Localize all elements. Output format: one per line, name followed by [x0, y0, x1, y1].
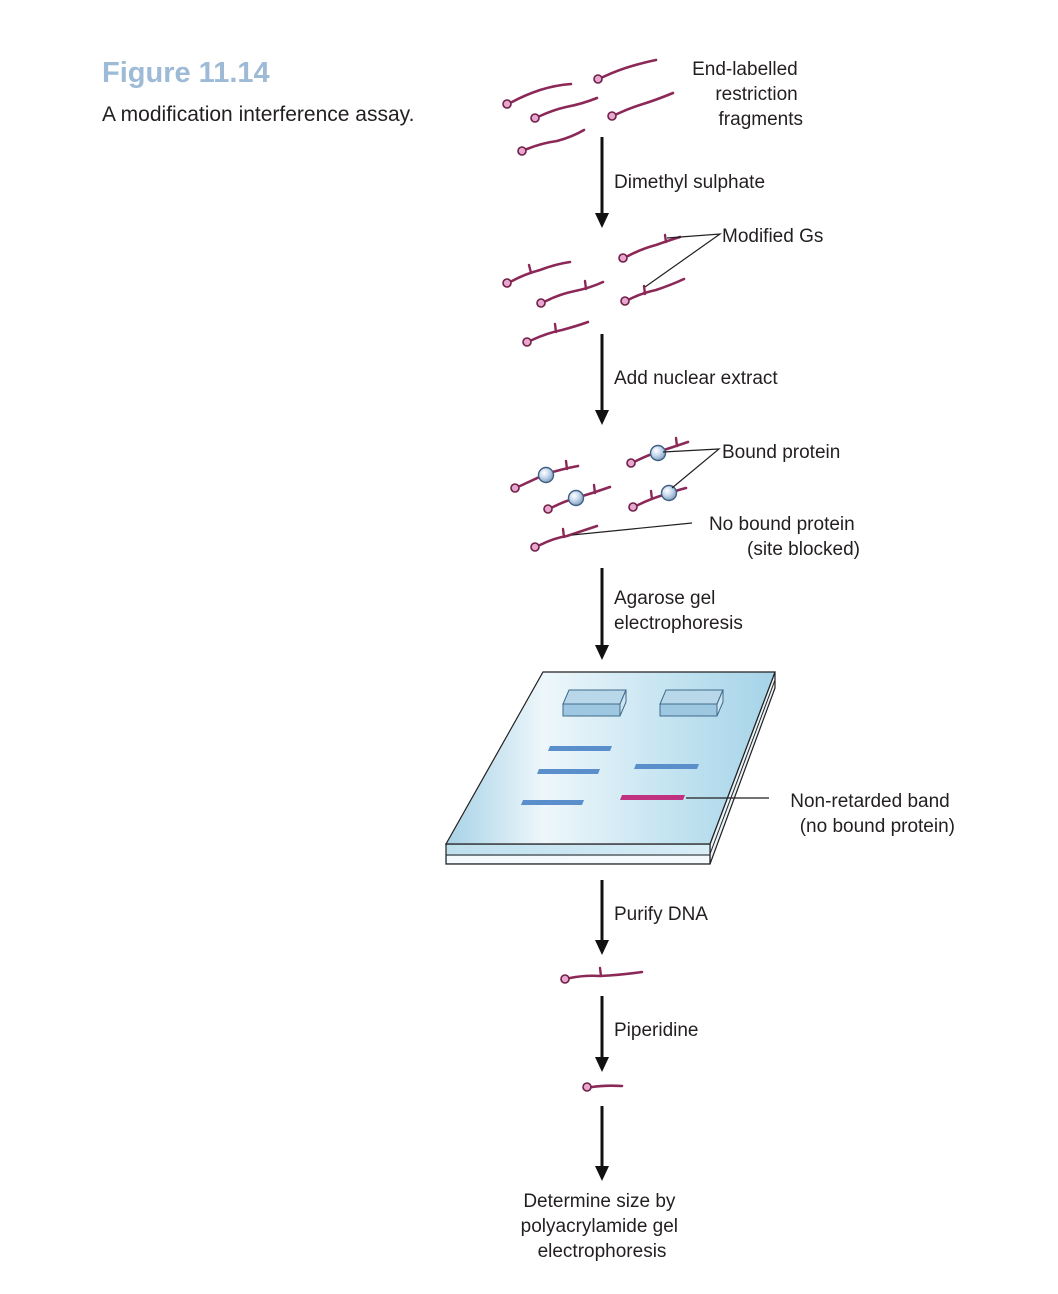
dna-fragment [593, 58, 658, 84]
dna-fragment [628, 484, 688, 512]
bound-protein [567, 489, 585, 507]
bound-protein [660, 484, 678, 502]
dna-fragment [536, 279, 605, 308]
dna-fragment [502, 82, 573, 109]
modified-fragments [502, 233, 686, 347]
purified-fragment [560, 966, 644, 984]
agarose-gel [444, 671, 776, 865]
step-arrow [595, 568, 609, 660]
modified-gs-leader [644, 233, 723, 288]
step-arrow [595, 334, 609, 425]
agarose-gel-label: Agarose gel electrophoresis [614, 588, 743, 634]
end-labelled-fragments [502, 58, 675, 156]
end-label-marker [502, 99, 512, 109]
step-arrow [595, 1106, 609, 1181]
dna-fragment [543, 483, 612, 514]
fragments-label: End-labelled restriction fragments [692, 59, 803, 130]
end-label-marker [626, 458, 636, 468]
gel-well [659, 689, 724, 717]
dna-fragment [626, 436, 690, 468]
bound-protein [537, 466, 555, 484]
end-label-marker [618, 253, 628, 263]
protein-bound-fragments [510, 436, 690, 552]
dna-fragment [530, 96, 599, 123]
end-label-marker [510, 483, 520, 493]
end-label-marker [502, 278, 512, 288]
end-label-marker [560, 974, 570, 984]
gel-band [537, 769, 600, 774]
dna-fragment [618, 233, 682, 263]
dna-fragment [510, 459, 580, 493]
modified-gs-label: Modified Gs [722, 226, 823, 247]
step-arrow [595, 137, 609, 228]
end-label-marker [543, 504, 553, 514]
bound-protein [649, 444, 667, 462]
gel-well [562, 689, 627, 717]
figure-number: Figure 11.14 [102, 57, 270, 89]
dna-fragment [517, 128, 586, 156]
cleaved-fragment [582, 1082, 624, 1092]
dna-fragment [502, 260, 572, 288]
dimethyl-sulphate-label: Dimethyl sulphate [614, 172, 765, 193]
dna-fragment [620, 277, 686, 306]
dna-fragment [530, 524, 599, 552]
end-label-marker [582, 1082, 592, 1092]
step-arrow [595, 996, 609, 1072]
no-bound-protein-leader [571, 522, 693, 536]
step-arrow [595, 880, 609, 955]
end-label-marker [517, 146, 527, 156]
end-label-marker [607, 111, 617, 121]
end-label-marker [593, 74, 603, 84]
gel-band [548, 746, 612, 751]
end-label-marker [522, 337, 532, 347]
piperidine-label: Piperidine [614, 1020, 699, 1041]
end-label-marker [620, 296, 630, 306]
final-step-label: Determine size by polyacrylamide gel ele… [521, 1191, 684, 1262]
bound-protein-leader [662, 448, 721, 489]
add-nuclear-extract-label: Add nuclear extract [614, 368, 778, 389]
gel-band [521, 800, 584, 805]
non-retarded-band [620, 795, 685, 800]
gel-band [634, 764, 699, 769]
dna-fragment [522, 320, 590, 347]
end-label-marker [536, 298, 546, 308]
purify-dna-label: Purify DNA [614, 904, 708, 925]
end-label-marker [530, 113, 540, 123]
end-label-marker [628, 502, 638, 512]
end-label-marker [530, 542, 540, 552]
non-retarded-band-label: Non-retarded band (no bound protein) [790, 791, 955, 837]
figure-caption: A modification interference assay. [102, 103, 414, 126]
no-bound-protein-label: No bound protein (site blocked) [709, 514, 860, 560]
bound-protein-label: Bound protein [722, 442, 840, 463]
dna-fragment [607, 91, 675, 121]
